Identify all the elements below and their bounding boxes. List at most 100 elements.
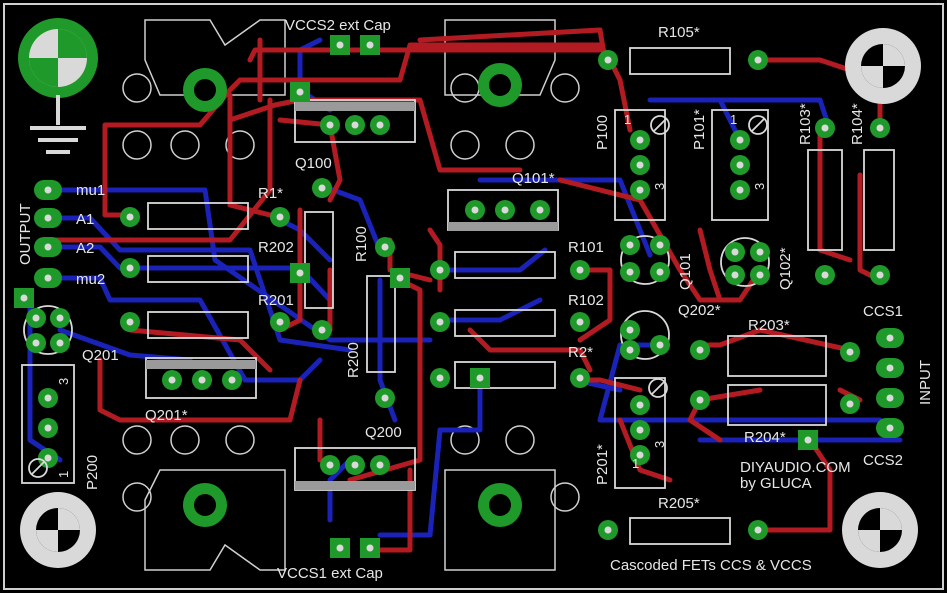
pad-hole xyxy=(636,426,644,434)
label-p100: P100 xyxy=(594,115,611,150)
resistor-r2-body xyxy=(454,361,556,389)
pad-hole xyxy=(326,461,334,469)
component-outlines xyxy=(21,47,895,545)
label-r104: R104* xyxy=(849,103,866,145)
heatsink-screw-pads xyxy=(183,63,522,527)
transistor-q201s-body xyxy=(145,357,257,399)
label-output: OUTPUT xyxy=(17,203,34,265)
pad-hole xyxy=(626,268,634,276)
label-ccs1: CCS1 xyxy=(863,303,903,320)
resistor-r204-body xyxy=(727,384,827,426)
label-p101-pin3: 3 xyxy=(752,183,767,190)
pad-hole xyxy=(576,266,584,274)
pad-hole xyxy=(876,124,884,132)
resistor-r105-body xyxy=(629,47,731,75)
label-input: INPUT xyxy=(917,360,934,405)
pad-hole xyxy=(44,394,52,402)
board-outline xyxy=(3,3,944,590)
tab-bars xyxy=(146,102,558,490)
label-q100: Q100 xyxy=(295,155,332,172)
label-r2: R2* xyxy=(568,344,593,361)
pads xyxy=(14,35,904,558)
pad-hole xyxy=(44,186,52,194)
pad-hole xyxy=(604,526,612,534)
trimmer-screw-slot xyxy=(31,461,45,475)
pad-hole xyxy=(656,268,664,276)
label-vccs1: VCCS1 ext Cap xyxy=(277,565,383,582)
trimmer-screw-icon xyxy=(650,115,670,135)
pad-hole xyxy=(126,318,134,326)
label-r200: R200 xyxy=(345,342,362,378)
pad-hole xyxy=(604,56,612,64)
transistor-q101-body xyxy=(620,235,670,285)
mounting-holes xyxy=(18,18,921,568)
pad-hole xyxy=(886,334,894,342)
pad-hole xyxy=(326,121,334,129)
pad-hole xyxy=(696,396,704,404)
pad-hole xyxy=(376,121,384,129)
pad-hole xyxy=(821,124,829,132)
pad-hole xyxy=(44,424,52,432)
pad-hole xyxy=(696,346,704,354)
pad-hole xyxy=(381,394,389,402)
resistor-r1-body xyxy=(147,202,249,230)
pad-hole xyxy=(318,326,326,334)
resistor-r203-body xyxy=(727,335,827,377)
trimmer-screw-slot xyxy=(751,118,765,132)
resistor-r205-body xyxy=(629,517,731,545)
label-r103: R103* xyxy=(797,103,814,145)
pad-hole xyxy=(656,341,664,349)
label-q201: Q201 xyxy=(82,347,119,364)
transistor-q100-body xyxy=(294,99,416,143)
pad-hole xyxy=(731,271,739,279)
pad-hole xyxy=(198,376,206,384)
pad-hole xyxy=(44,214,52,222)
label-a2: A2 xyxy=(76,240,94,257)
resistor-r103-body xyxy=(807,149,843,251)
label-r101: R101 xyxy=(568,239,604,256)
label-vccs2: VCCS2 ext Cap xyxy=(285,17,391,34)
pad-hole xyxy=(804,436,812,444)
pad-hole xyxy=(886,394,894,402)
label-mu1: mu1 xyxy=(76,182,105,199)
label-q200: Q200 xyxy=(365,424,402,441)
trimmer-p200-body xyxy=(21,364,75,484)
pad-hole xyxy=(471,206,479,214)
pad-hole xyxy=(886,424,894,432)
label-r100: R100 xyxy=(353,226,370,262)
pad-hole xyxy=(296,88,304,96)
pad-hole xyxy=(886,364,894,372)
board-title: Cascoded FETs CCS & VCCS xyxy=(610,557,812,574)
label-p200-pin3: 3 xyxy=(56,378,71,385)
pad-hole xyxy=(32,314,40,322)
pad-hole xyxy=(876,271,884,279)
label-p101-pin1: 1 xyxy=(730,112,737,127)
trimmer-p101-body xyxy=(711,109,769,221)
ground-icon xyxy=(30,95,86,154)
pad-hole xyxy=(126,264,134,272)
pad-hole xyxy=(228,376,236,384)
label-q201s: Q201* xyxy=(145,407,188,424)
trimmer-p100-body xyxy=(614,109,666,221)
pad-hole xyxy=(636,451,644,459)
transistor-q201-body xyxy=(23,305,73,355)
label-r202: R202 xyxy=(258,239,294,256)
pad-hole xyxy=(44,274,52,282)
pad-hole xyxy=(636,186,644,194)
pad-hole xyxy=(168,376,176,384)
labels: VCCS2 ext Cap VCCS1 ext Cap OUTPUT INPUT… xyxy=(17,17,934,582)
pad-hole xyxy=(576,374,584,382)
label-p201-pin3: 3 xyxy=(652,441,667,448)
pad-hole xyxy=(366,544,374,552)
resistor-r102-body xyxy=(454,309,556,337)
pad-hole xyxy=(476,374,484,382)
pad-hole xyxy=(436,266,444,274)
pad-hole xyxy=(846,348,854,356)
pad-hole xyxy=(56,314,64,322)
label-a1: A1 xyxy=(76,211,94,228)
label-r204: R204* xyxy=(744,429,786,446)
trimmer-screw-slot xyxy=(651,381,665,395)
pad-hole xyxy=(736,186,744,194)
pad-hole xyxy=(396,274,404,282)
